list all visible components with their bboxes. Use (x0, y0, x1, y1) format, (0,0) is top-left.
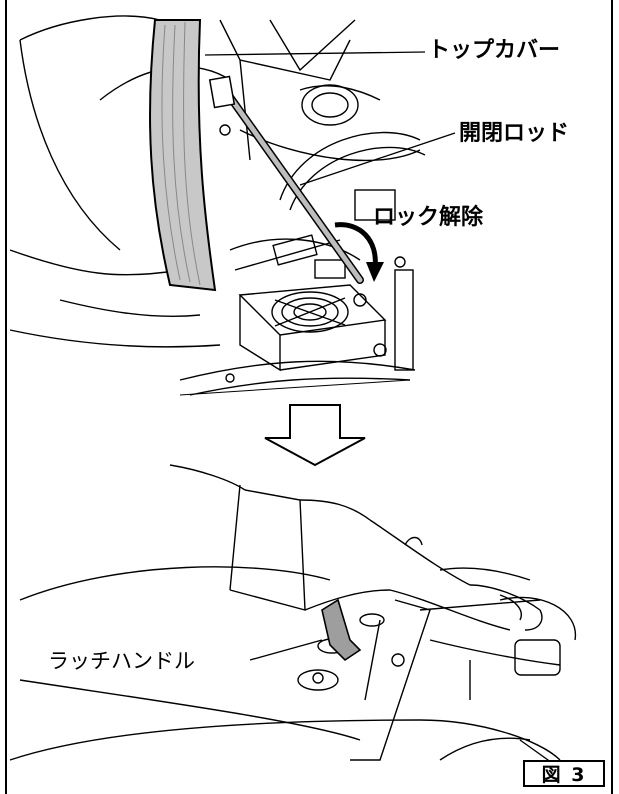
latch-handle-lever (321, 598, 362, 662)
label-unlock: ロック解除 (373, 205, 484, 230)
top-cover-panel (149, 19, 217, 292)
label-latch-handle: ラッチハンドル (48, 649, 195, 673)
figure-number-box: 図 3 (523, 760, 605, 787)
machine-interior-illustration (9, 15, 426, 396)
leader-latch-handle (249, 639, 323, 661)
label-top-cover: トップカバー (428, 38, 561, 63)
hand-latch-illustration (9, 464, 576, 761)
label-opening-rod: 開閉ロッド (459, 121, 570, 146)
leader-top-cover (204, 51, 426, 56)
leader-rod (299, 132, 456, 186)
down-arrow (264, 404, 366, 467)
unlock-arrow (334, 222, 378, 269)
figure-number: 図 3 (541, 764, 587, 786)
